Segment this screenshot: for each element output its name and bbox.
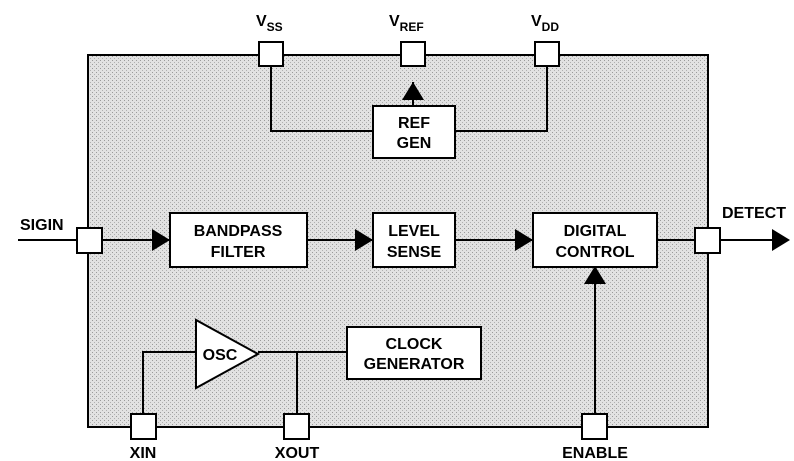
clock-generator-label-line-2: GENERATOR bbox=[364, 356, 465, 373]
xin-label: XIN bbox=[130, 445, 157, 461]
vss-pin bbox=[258, 41, 284, 67]
sigin-label: SIGIN bbox=[20, 217, 64, 234]
ref-gen-block: REF GEN bbox=[372, 105, 456, 159]
vref-arrow bbox=[402, 82, 424, 100]
digital-control-label-line-2: CONTROL bbox=[555, 244, 634, 261]
level-sense-label-line-2: SENSE bbox=[387, 244, 442, 261]
bandpass-input-arrow bbox=[152, 229, 170, 251]
level-sense-label-line-1: LEVEL bbox=[388, 223, 440, 240]
vdd-pin bbox=[534, 41, 560, 67]
detect-pin bbox=[694, 227, 721, 254]
osc-block: OSC bbox=[195, 318, 261, 390]
enable-arrow bbox=[584, 266, 606, 284]
vref-label: VREF bbox=[389, 13, 424, 34]
enable-label: ENABLE bbox=[562, 445, 628, 461]
ref-gen-label-line-2: GEN bbox=[397, 135, 432, 152]
digital-input-arrow bbox=[515, 229, 533, 251]
xout-pin bbox=[283, 413, 310, 440]
level-input-arrow bbox=[355, 229, 373, 251]
vss-to-refgen-wire bbox=[270, 66, 373, 132]
clock-generator-block: CLOCK GENERATOR bbox=[346, 326, 482, 380]
vdd-label: VDD bbox=[531, 13, 559, 34]
detect-label: DETECT bbox=[722, 205, 786, 222]
digital-control-block: DIGITAL CONTROL bbox=[532, 212, 658, 268]
refgen-to-vdd-wire bbox=[455, 66, 548, 132]
vss-label: VSS bbox=[256, 13, 283, 34]
bandpass-filter-block: BANDPASS FILTER bbox=[169, 212, 308, 268]
bandpass-filter-label-line-1: BANDPASS bbox=[194, 223, 283, 240]
xin-to-osc-wire bbox=[142, 351, 196, 414]
level-sense-block: LEVEL SENSE bbox=[372, 212, 456, 268]
digital-control-label-line-1: DIGITAL bbox=[564, 223, 627, 240]
enable-pin bbox=[581, 413, 608, 440]
sigin-pin bbox=[76, 227, 103, 254]
clock-generator-label-line-1: CLOCK bbox=[386, 336, 443, 353]
ref-gen-label-line-1: REF bbox=[398, 115, 430, 132]
xout-label: XOUT bbox=[275, 445, 320, 461]
vref-pin bbox=[400, 41, 426, 67]
bandpass-filter-label-line-2: FILTER bbox=[211, 244, 266, 261]
osc-label: OSC bbox=[203, 347, 238, 364]
xin-pin bbox=[130, 413, 157, 440]
detect-output-arrow bbox=[772, 229, 790, 251]
